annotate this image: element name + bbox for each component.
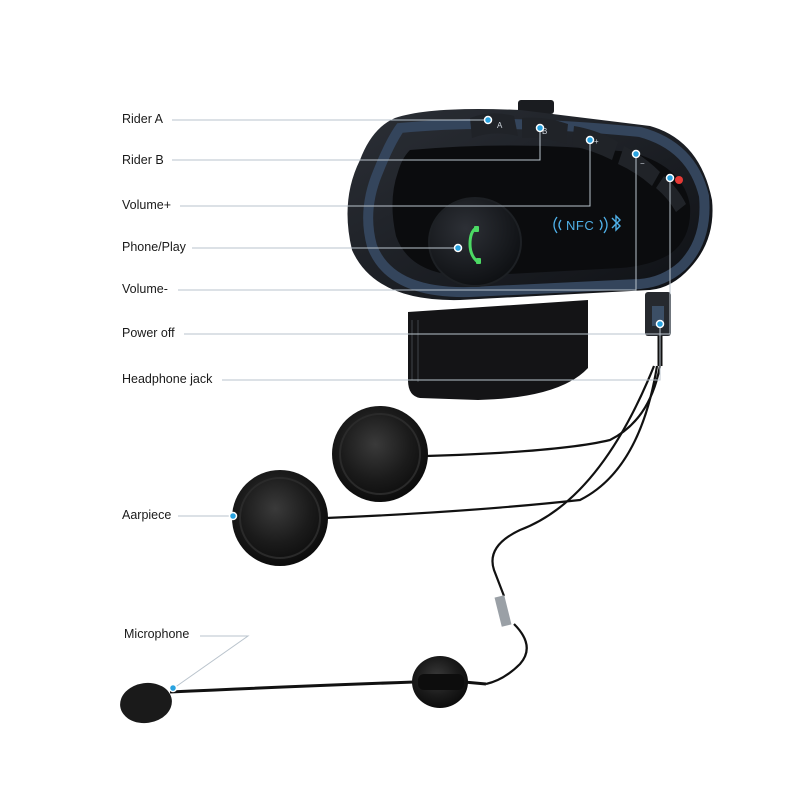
leader-lines (172, 119, 671, 689)
dot-microphone (168, 683, 178, 693)
nfc-icon (553, 216, 608, 234)
dot-power-off (665, 173, 675, 183)
dot-volume-plus (585, 135, 595, 145)
phone-play-button (428, 197, 522, 287)
dot-volume-minus (631, 149, 641, 159)
leader-rider-b (172, 130, 541, 161)
label-microphone: Microphone (124, 627, 190, 641)
dot-earpiece (228, 511, 238, 521)
top-tab (518, 100, 554, 114)
power-led (675, 176, 683, 184)
label-rider-a: Rider A (122, 112, 163, 126)
volume-minus-key-label: − (640, 159, 645, 168)
label-headphone-jack: Headphone jack (122, 372, 213, 386)
label-earpiece: Aarpiece (122, 508, 172, 522)
volume-plus-key-label: + (594, 137, 599, 146)
nfc-text: NFC (566, 218, 594, 233)
mic-base-clip (418, 674, 464, 690)
label-volume-plus: Volume+ (122, 198, 171, 212)
phone-icon (468, 226, 481, 264)
cables (325, 336, 663, 686)
label-phone-play: Phone/Play (122, 240, 186, 254)
mic-jack-cable (485, 623, 528, 686)
headset-unit: A B + − NFC (347, 100, 713, 400)
mounting-clamp (408, 300, 588, 400)
volume-plus-key (572, 126, 618, 160)
dot-headphone-jack (655, 319, 665, 329)
microphone-assembly (120, 656, 487, 724)
leader-volume-plus (180, 140, 591, 207)
device-blue-band (363, 118, 710, 298)
rider-b-key-label: B (542, 127, 547, 136)
bluetooth-icon (611, 214, 621, 232)
cable-earpiece-2 (325, 365, 659, 520)
clamp-ridges (411, 320, 419, 382)
earpiece-lower (232, 470, 328, 566)
dot-rider-b (535, 123, 545, 133)
leader-volume-minus (178, 154, 637, 291)
volume-minus-key (618, 146, 660, 186)
mic-jack (494, 595, 512, 627)
dot-phone-play (453, 243, 463, 253)
leader-power-off (184, 178, 671, 335)
rider-b-key (522, 117, 568, 144)
mic-foam (120, 682, 172, 724)
mic-boom (169, 680, 415, 694)
power-key (656, 176, 686, 212)
earpiece-upper (332, 406, 428, 502)
leader-headphone-jack (222, 326, 661, 381)
label-volume-minus: Volume- (122, 282, 168, 296)
leader-microphone (173, 635, 250, 689)
label-rider-b: Rider B (122, 153, 164, 167)
label-power-off: Power off (122, 326, 175, 340)
rider-a-key-label: A (497, 121, 503, 130)
cable-microphone (491, 365, 656, 597)
dot-rider-a (483, 115, 493, 125)
callout-dots (168, 115, 675, 693)
